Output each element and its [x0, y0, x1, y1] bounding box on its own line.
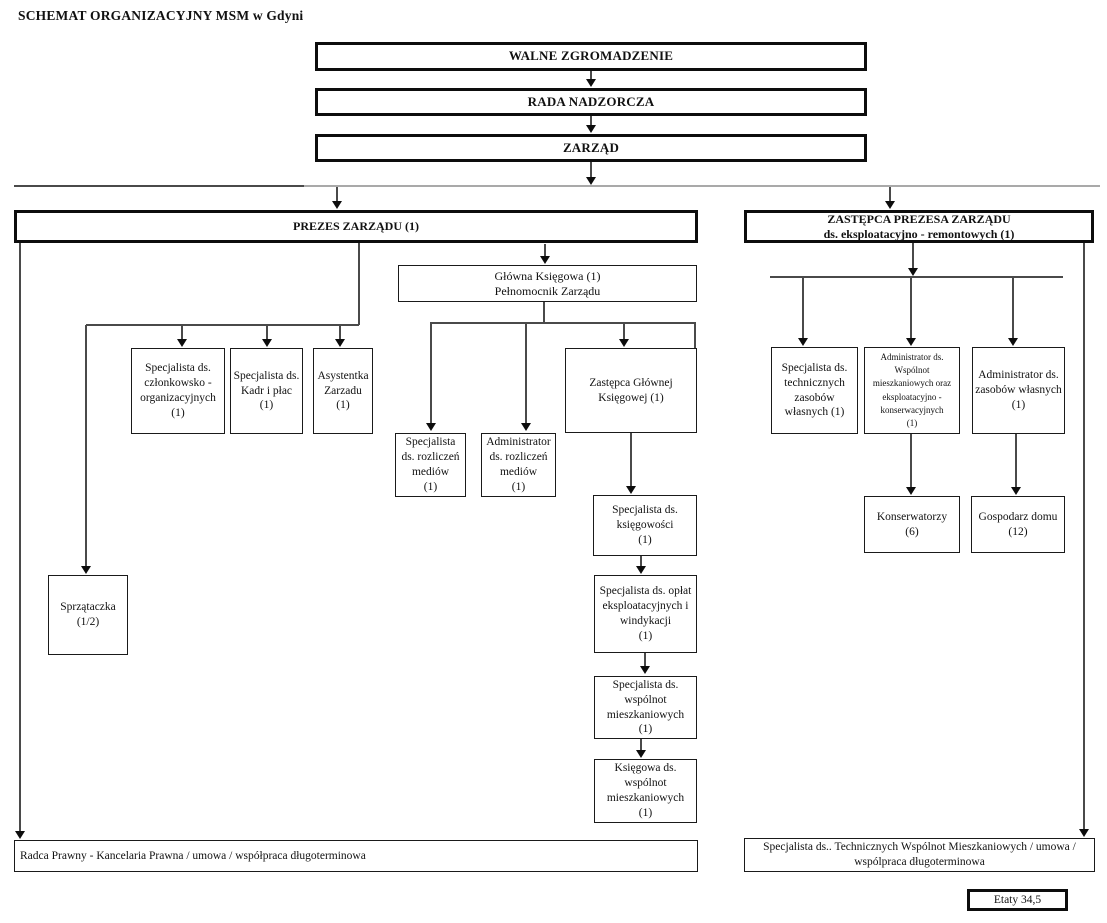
node-gospodarz-domu: Gospodarz domu (12) — [971, 496, 1065, 553]
node-label: PREZES ZARZĄDU (1) — [292, 219, 419, 233]
node-label: Księgowa ds. wspólnot mieszkaniowych (1) — [606, 762, 685, 819]
connector-arrow-down — [625, 433, 637, 494]
connector-arrow-down — [618, 322, 630, 347]
node-zarzad: ZARZĄD — [315, 134, 867, 162]
node-walne-zgromadzenie: WALNE ZGROMADZENIE — [315, 42, 867, 71]
connector-arrow-down — [539, 244, 551, 264]
connector-arrow-down — [585, 162, 597, 185]
node-label: Zastępca Głównej Księgowej (1) — [589, 376, 673, 404]
node-label: Główna Księgowa (1) Pełnomocnik Zarządu — [494, 268, 601, 298]
connector-arrow-down — [261, 325, 273, 347]
connector-arrow-down — [905, 277, 917, 346]
connector-arrow-down — [334, 325, 346, 347]
note-radca-prawny: Radca Prawny - Kancelaria Prawna / umowa… — [14, 840, 698, 872]
connector-arrow-down — [331, 187, 343, 209]
connector-hline — [304, 185, 1100, 187]
node-specjalista-czlonkowsko-organizacyjnych: Specjalista ds. członkowsko - organizacy… — [131, 348, 225, 434]
node-asystentka-zarzadu: Asystentka Zarzadu (1) — [313, 348, 373, 434]
node-label: Specjalista ds. księgowości (1) — [612, 504, 678, 546]
connector-hline — [86, 324, 359, 326]
node-label: Specjalista ds. rozliczeń mediów (1) — [401, 436, 460, 493]
connector-hline — [770, 276, 1063, 278]
node-specjalista-rozliczen-mediow: Specjalista ds. rozliczeń mediów (1) — [395, 433, 466, 497]
connector-arrow-down — [425, 322, 437, 431]
node-label: Administrator ds. zasobów własnych (1) — [975, 369, 1062, 411]
node-label: RADA NADZORCZA — [527, 93, 655, 109]
node-specjalista-kadr-i-plac: Specjalista ds. Kadr i płac (1) — [230, 348, 303, 434]
node-administrator-zasobow-wlasnych: Administrator ds. zasobów własnych (1) — [972, 347, 1065, 434]
node-label: Specjalista ds. technicznych zasobów wła… — [781, 361, 848, 419]
node-glowna-ksiegowa: Główna Księgowa (1) Pełnomocnik Zarządu — [398, 265, 697, 302]
node-label: Konserwatorzy (6) — [876, 510, 948, 538]
node-konserwatorzy: Konserwatorzy (6) — [864, 496, 960, 553]
node-specjalista-ksiegowosci: Specjalista ds. księgowości (1) — [593, 495, 697, 556]
node-label: Specjalista ds. opłat eksploatacyjnych i… — [599, 585, 692, 642]
connector-arrow-down — [585, 71, 597, 87]
connector-arrow-down — [639, 653, 651, 674]
node-label: Specjalista ds. członkowsko - organizacy… — [140, 362, 216, 419]
node-label: Specjalista ds. wspólnot mieszkaniowych … — [606, 678, 685, 736]
node-label: ZASTĘPCA PREZESA ZARZĄDU ds. eksploatacy… — [823, 211, 1015, 241]
connector-arrow-down — [635, 739, 647, 758]
note-label: Radca Prawny - Kancelaria Prawna / umowa… — [20, 849, 366, 862]
node-zastepca-prezesa: ZASTĘPCA PREZESA ZARZĄDU ds. eksploatacy… — [744, 210, 1094, 243]
connector-arrow-down — [797, 277, 809, 346]
badge-label: Etaty 34,5 — [993, 893, 1042, 906]
connector-arrow-down — [1010, 434, 1022, 495]
connector-hline — [14, 185, 304, 187]
node-label: ZARZĄD — [562, 139, 620, 155]
node-specjalista-oplat-eksploatacyjnych: Specjalista ds. opłat eksploatacyjnych i… — [594, 575, 697, 653]
connector-arrow-down — [907, 243, 919, 276]
connector-arrow-down — [1007, 277, 1019, 346]
node-zastepca-glownej-ksiegowej: Zastępca Głównej Księgowej (1) — [565, 348, 697, 433]
connector-arrow-down — [884, 187, 896, 209]
node-rada-nadzorcza: RADA NADZORCZA — [315, 88, 867, 116]
node-specjalista-technicznych-zasobow: Specjalista ds. technicznych zasobów wła… — [771, 347, 858, 434]
node-ksiegowa-wspolnot-mieszkaniowych: Księgowa ds. wspólnot mieszkaniowych (1) — [594, 759, 697, 823]
connector-arrow-down — [635, 556, 647, 574]
node-specjalista-wspolnot-mieszkaniowych: Specjalista ds. wspólnot mieszkaniowych … — [594, 676, 697, 739]
node-administrator-rozliczen-mediow: Administrator ds. rozliczeń mediów (1) — [481, 433, 556, 497]
connector-arrow-down — [14, 243, 26, 839]
node-label: Sprzątaczka (1/2) — [60, 601, 116, 628]
connector-arrow-down — [585, 116, 597, 133]
connector-vline — [694, 322, 696, 348]
node-administrator-wspolnot-mieszkaniowych: Administrator ds. Wspólnot mieszkaniowyc… — [864, 347, 960, 434]
badge-etaty: Etaty 34,5 — [967, 889, 1068, 911]
node-prezes-zarzadu: PREZES ZARZĄDU (1) — [14, 210, 698, 243]
node-label: Administrator ds. Wspólnot mieszkaniowyc… — [872, 352, 952, 428]
connector-arrow-down — [1078, 243, 1090, 837]
node-sprzataczka: Sprzątaczka (1/2) — [48, 575, 128, 655]
node-label: Gospodarz domu (12) — [978, 510, 1058, 538]
page-title: SCHEMAT ORGANIZACYJNY MSM w Gdyni — [18, 8, 304, 23]
connector-vline — [543, 302, 545, 322]
connector-arrow-down — [176, 325, 188, 347]
connector-arrow-down — [520, 322, 532, 431]
connector-hline — [431, 322, 696, 324]
node-label: WALNE ZGROMADZENIE — [508, 48, 674, 64]
node-label: Asystentka Zarzadu (1) — [317, 369, 369, 412]
connector-arrow-down — [80, 325, 92, 574]
connector-arrow-down — [905, 434, 917, 495]
note-specjalista-technicznych-wspolnot: Specjalista ds.. Technicznych Wspólnot M… — [744, 838, 1095, 872]
node-label: Specjalista ds. Kadr i płac (1) — [233, 369, 300, 412]
note-label: Specjalista ds.. Technicznych Wspólnot M… — [763, 841, 1076, 868]
connector-vline — [358, 243, 360, 325]
node-label: Administrator ds. rozliczeń mediów (1) — [486, 436, 551, 493]
